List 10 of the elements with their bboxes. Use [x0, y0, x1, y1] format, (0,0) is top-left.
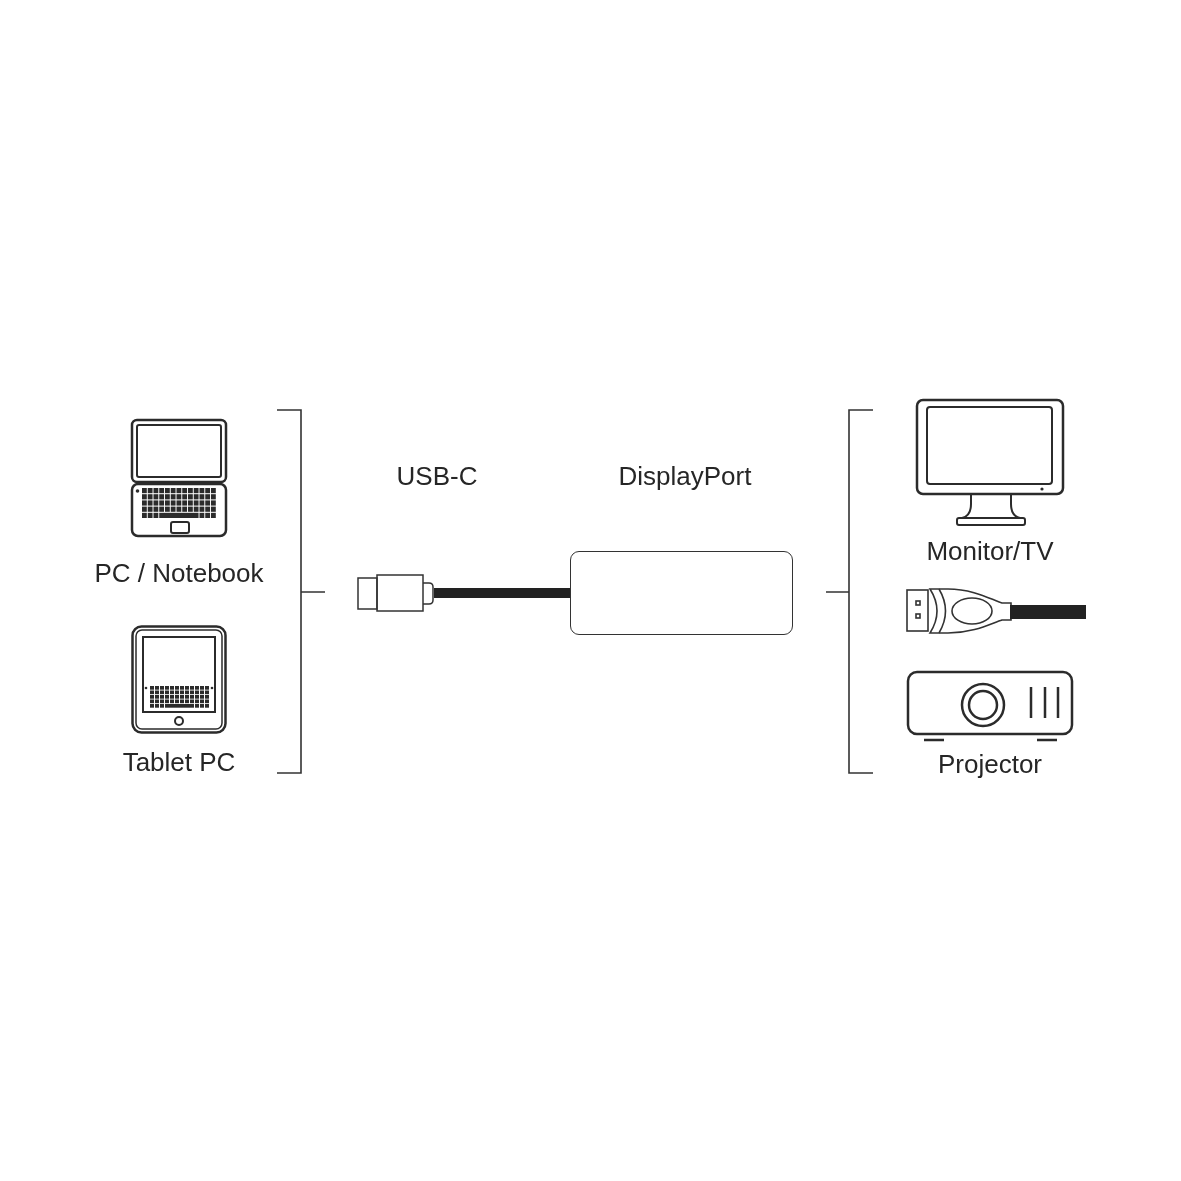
device-label: Monitor/TV: [926, 536, 1054, 566]
cable: [434, 588, 570, 598]
port-label: DisplayPort: [618, 461, 752, 491]
displayport-plug-icon: [904, 586, 1088, 636]
device-label: Tablet PC: [122, 747, 236, 777]
port-label: USB-C: [396, 461, 478, 491]
device-label: PC / Notebook: [94, 558, 264, 588]
device-label: Projector: [937, 749, 1042, 779]
adapter-box: [570, 551, 793, 635]
usb-c-plug-icon: [356, 573, 434, 613]
